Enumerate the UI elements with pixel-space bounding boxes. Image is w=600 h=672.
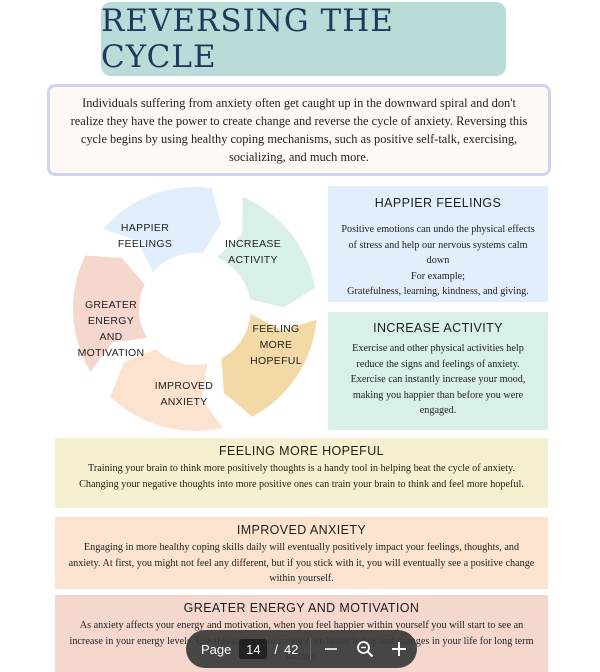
panel-body-list: Gratefulness, learning, kindness, and gi… — [347, 286, 529, 297]
panel-title: GREATER ENERGY AND MOTIVATION — [183, 601, 420, 615]
cycle-segment-happier — [102, 187, 222, 273]
panel-title: IMPROVED ANXIETY — [236, 523, 367, 537]
panel-title: INCREASE ACTIVITY — [373, 321, 503, 335]
panel-title: HAPPIER FEELINGS — [374, 196, 502, 210]
page-label: Page — [201, 641, 232, 657]
page-navigator: Page 14 / 42 — [186, 630, 417, 668]
title-banner: REVERSING THE CYCLE — [101, 2, 506, 76]
page-title: REVERSING THE CYCLE — [101, 3, 394, 75]
panel-body: Engaging in more healthy coping skills d… — [68, 542, 535, 584]
page-total: 42 — [284, 641, 299, 657]
page-separator: / — [274, 641, 278, 657]
panel-feeling-more-hopeful: FEELING MORE HOPEFUL Training your brain… — [55, 438, 548, 508]
panel-improved-anxiety: IMPROVED ANXIETY Engaging in more health… — [55, 517, 548, 589]
cycle-wheel — [73, 187, 317, 431]
panel-body-example: For example; — [410, 270, 466, 282]
plus-icon — [392, 642, 407, 656]
cycle-segment-increase — [216, 196, 316, 308]
panel-body: Positive emotions can undo the physical … — [341, 224, 535, 266]
minus-icon — [325, 648, 338, 650]
zoom-in-button[interactable] — [383, 633, 415, 665]
cycle-segment-energy — [73, 255, 147, 372]
panel-increase-activity: INCREASE ACTIVITY Exercise and other phy… — [328, 312, 548, 430]
zoom-out-button[interactable] — [315, 633, 347, 665]
zoom-button[interactable] — [349, 633, 381, 665]
cycle-segment-hopeful — [221, 313, 317, 417]
pager-divider — [310, 638, 312, 660]
intro-text: Individuals suffering from anxiety often… — [70, 96, 528, 164]
magnifier-icon — [357, 641, 374, 658]
panel-body: Exercise and other physical activities h… — [350, 343, 526, 416]
page-number-input[interactable]: 14 — [239, 639, 268, 659]
panel-title: FEELING MORE HOPEFUL — [219, 444, 384, 458]
panel-body: Training your brain to think more positi… — [79, 463, 524, 490]
intro-box: Individuals suffering from anxiety often… — [47, 84, 551, 176]
cycle-segment-improved — [110, 349, 223, 431]
panel-happier-feelings: HAPPIER FEELINGS Positive emotions can u… — [328, 186, 548, 302]
